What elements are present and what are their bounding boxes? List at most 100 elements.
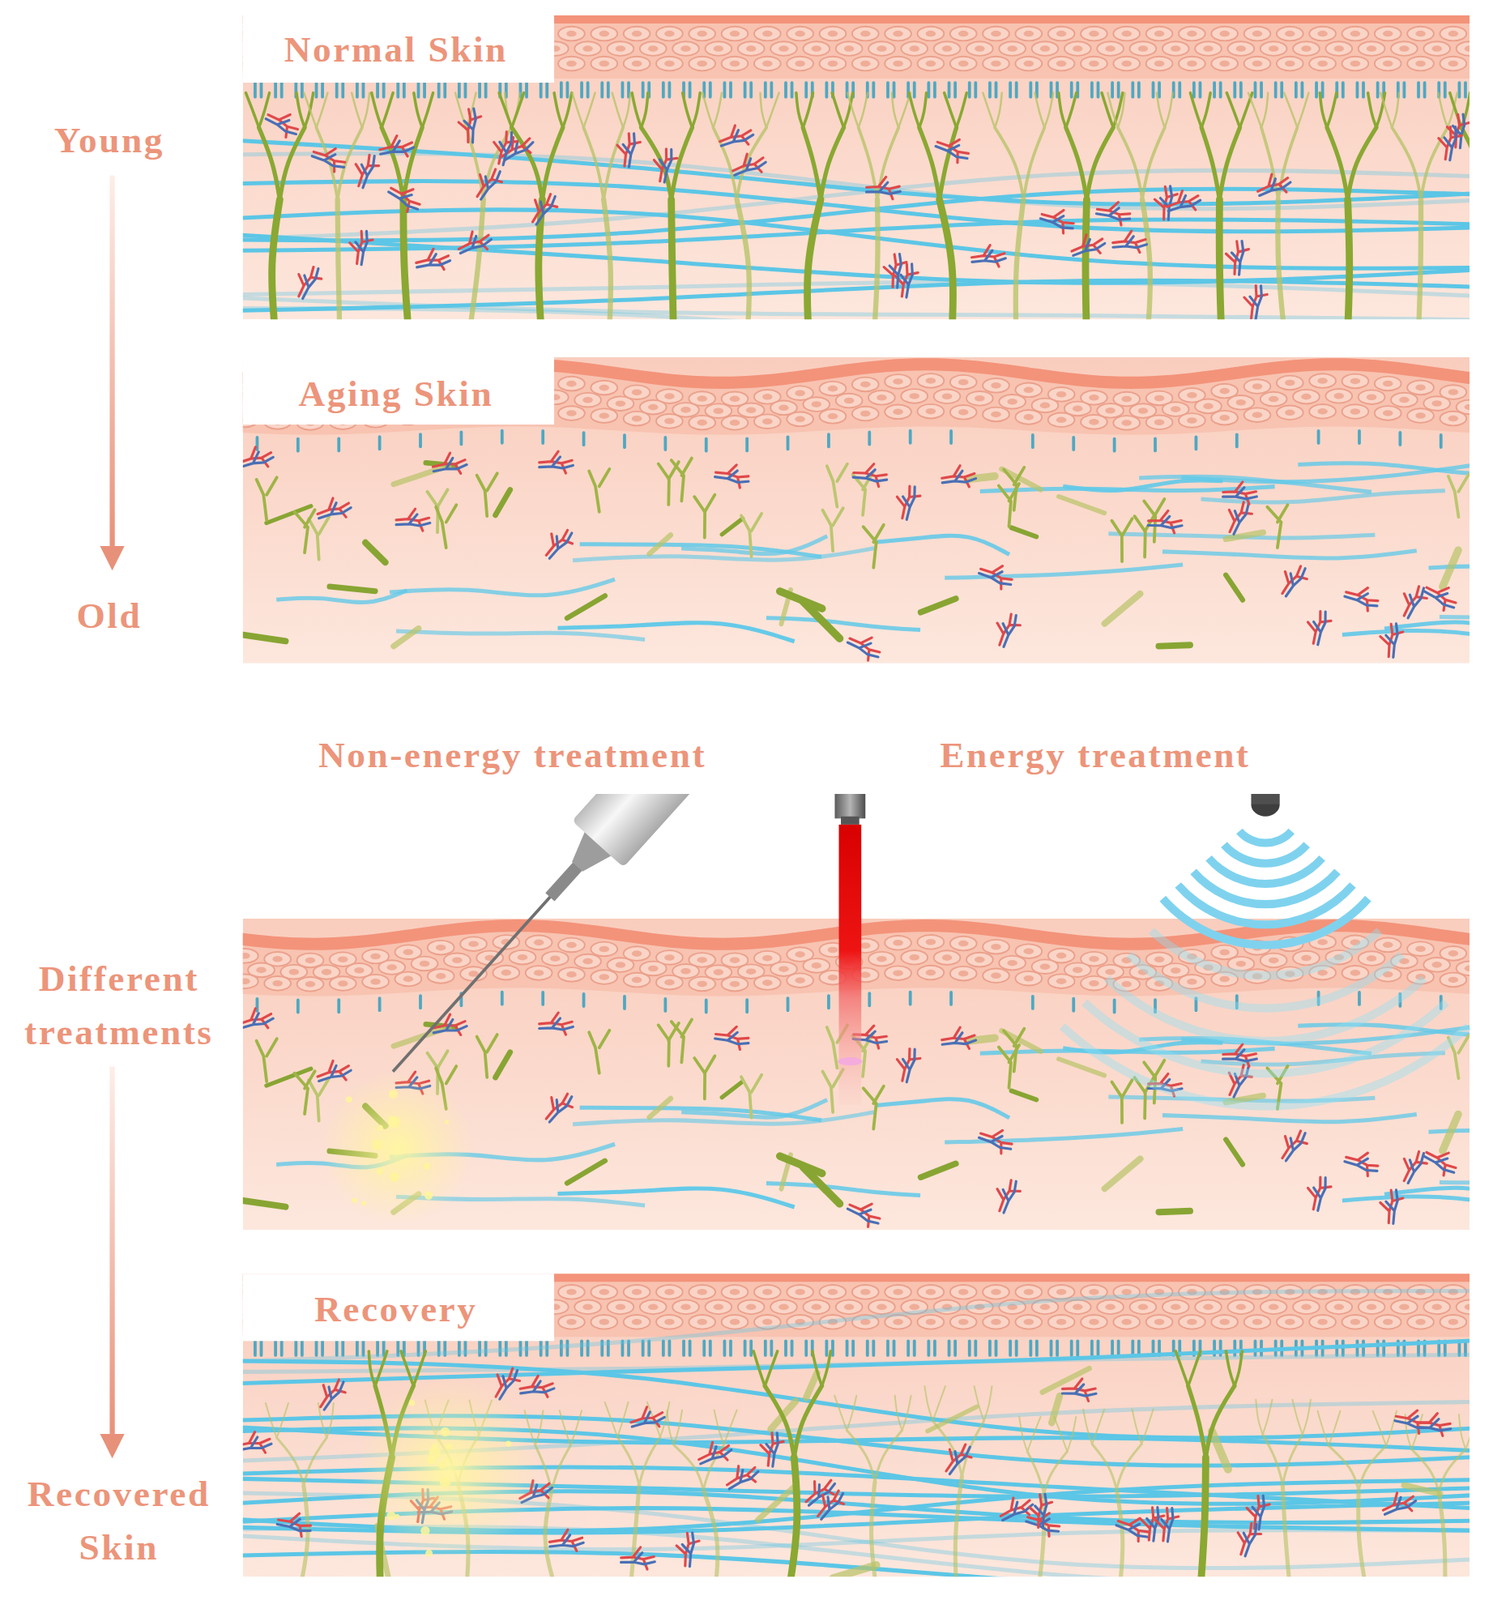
- cell-nucleus: [1170, 967, 1182, 974]
- cell-nucleus: [533, 939, 545, 947]
- elastin-branch: [1142, 127, 1165, 200]
- cell-nucleus: [550, 955, 561, 962]
- vessel: [1343, 579, 1382, 618]
- elastin-twig: [1117, 93, 1125, 128]
- cell-nucleus: [1088, 1288, 1100, 1296]
- cell-nucleus: [990, 382, 1002, 389]
- epidermal-cell: [1048, 973, 1075, 989]
- junction-tick: [336, 438, 341, 451]
- vessel: [987, 1176, 1027, 1214]
- junction-tick: [1443, 82, 1447, 98]
- elastin-remnant: [671, 458, 692, 502]
- junction-tick: [988, 1340, 992, 1356]
- epidermal-cell: [1358, 951, 1386, 966]
- epidermal-cell: [590, 969, 618, 985]
- elastin-fragment: [243, 634, 286, 641]
- vessel: [243, 1006, 275, 1035]
- elastin-remnant: [658, 461, 679, 505]
- cell-nucleus: [1104, 45, 1116, 52]
- cell-nucleus: [729, 1288, 741, 1296]
- vessel: [1166, 188, 1202, 217]
- elastin-branch: [337, 127, 363, 200]
- vein: [866, 175, 902, 206]
- vessel: [940, 460, 979, 494]
- elastin-trunk: [1282, 1484, 1290, 1578]
- junction-tick: [641, 1340, 645, 1356]
- epidermal-cell: [525, 965, 553, 981]
- epidermal-cell: [966, 952, 994, 968]
- cell-nucleus: [598, 973, 610, 981]
- junction-tick: [315, 82, 319, 98]
- junction-tick: [953, 1340, 957, 1356]
- junction-tick: [1219, 82, 1223, 98]
- elastin-twig: [381, 93, 393, 128]
- junction-tick: [621, 82, 625, 98]
- vein: [853, 461, 888, 494]
- vein: [543, 1094, 578, 1122]
- cell-nucleus: [1138, 1304, 1149, 1311]
- vein: [265, 108, 298, 144]
- elastin-fragment: [1011, 527, 1037, 537]
- vein: [528, 194, 564, 225]
- cell-nucleus: [1088, 1318, 1100, 1326]
- cell-nucleus: [468, 940, 479, 947]
- epidermal-cell: [525, 935, 553, 951]
- vessel: [1343, 1143, 1382, 1182]
- cell-nucleus: [1236, 45, 1247, 52]
- cell-nucleus: [1186, 30, 1198, 38]
- epidermal-cell: [558, 1284, 585, 1300]
- epidermal-cell: [917, 1314, 945, 1330]
- vessel: [1220, 476, 1260, 512]
- cell-nucleus: [925, 60, 937, 68]
- elastin-tree: [834, 1395, 911, 1578]
- elastin-branch: [820, 127, 844, 200]
- cell-nucleus: [1431, 45, 1442, 52]
- cell-nucleus: [1415, 412, 1426, 419]
- cell-nucleus: [255, 967, 267, 974]
- epidermal-cell: [721, 26, 749, 42]
- epidermal-cell: [574, 954, 602, 969]
- cell-nucleus: [1121, 981, 1132, 988]
- elastin-trunk: [1219, 199, 1221, 320]
- vessel: [810, 1487, 849, 1520]
- vessel: [1094, 194, 1134, 232]
- epidermal-cell: [590, 1284, 618, 1300]
- elastin-trunk: [737, 199, 750, 320]
- junction-tick: [586, 82, 590, 98]
- cell-nucleus: [1366, 1304, 1378, 1311]
- elastin-twig: [622, 93, 631, 128]
- elastin-twig: [1092, 1409, 1105, 1445]
- cell-nucleus: [598, 1288, 610, 1296]
- junction-tick: [1153, 438, 1157, 451]
- vessel: [316, 1058, 352, 1087]
- epidermal-cell: [1309, 373, 1336, 389]
- cell-nucleus: [876, 955, 888, 963]
- elastin-branch: [1117, 127, 1143, 200]
- elastin-fragment: [721, 1081, 743, 1098]
- elastin-twig: [371, 93, 382, 128]
- epidermal-cell: [672, 41, 700, 56]
- vessel: [1146, 504, 1186, 540]
- vessel: [1239, 1492, 1276, 1532]
- elastin-branch: [1411, 1449, 1440, 1493]
- epidermal-cell: [982, 1314, 1010, 1330]
- epidermal-cell: [1358, 389, 1386, 405]
- vessel: [414, 245, 453, 277]
- elastin-branch: [1262, 1434, 1284, 1485]
- cell-nucleus: [1088, 418, 1100, 426]
- cell-nucleus: [1431, 400, 1442, 407]
- junction-tick: [1031, 435, 1035, 448]
- elastin-fragment: [329, 586, 376, 592]
- elastin-twig: [984, 1386, 993, 1421]
- vessel: [540, 527, 578, 559]
- vessel: [934, 130, 972, 170]
- cell-nucleus: [615, 400, 627, 407]
- cell-nucleus: [1072, 45, 1084, 52]
- epidermal-cell: [607, 41, 635, 56]
- cell-nucleus: [1464, 404, 1470, 411]
- vein: [728, 1469, 759, 1489]
- cell-nucleus: [1415, 30, 1426, 38]
- elastin-remnant: [1111, 1079, 1132, 1123]
- cell-nucleus: [566, 409, 577, 417]
- cell-nucleus: [876, 394, 888, 401]
